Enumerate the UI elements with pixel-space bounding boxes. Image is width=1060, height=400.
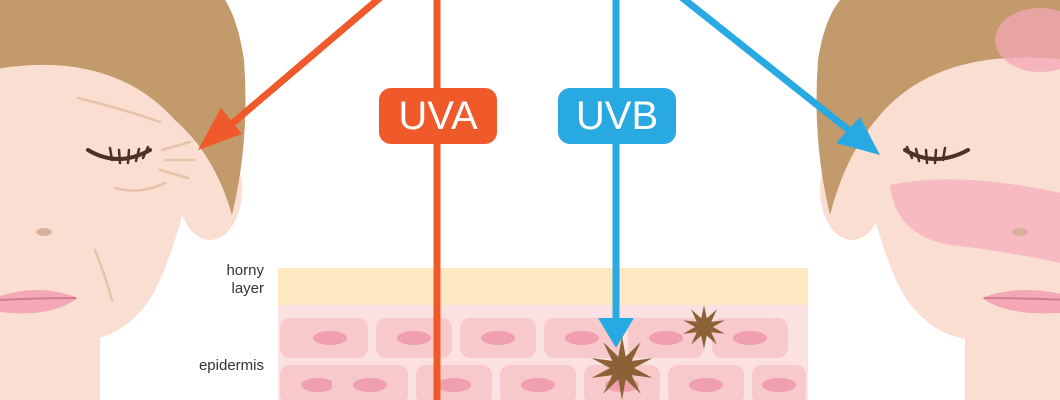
uva-label: UVA [379, 88, 497, 144]
right-hair [816, 0, 1060, 215]
uvb-arrow-line [679, 0, 859, 139]
cell-nucleus [689, 378, 723, 392]
uvb-label: UVB [558, 88, 676, 144]
uvb-arrowhead-face [836, 117, 880, 155]
left-hair [0, 0, 246, 215]
right-sunburn-cheeks [890, 179, 1060, 263]
horny-layer-label: horny layer [174, 262, 264, 298]
left-crows-feet [158, 140, 196, 180]
horny-layer-label-line2: layer [231, 280, 264, 297]
right-sunburn-forehead [995, 8, 1060, 72]
cell-nucleus [481, 331, 515, 345]
uva-arrow-line [217, 0, 383, 137]
uva-ray [198, 0, 441, 400]
cell-nucleus [762, 378, 796, 392]
uva-arrowhead [198, 108, 242, 150]
epidermis-label: epidermis [198, 357, 264, 374]
cell-nucleus [733, 331, 767, 345]
melanin-spot-icon [683, 305, 725, 349]
cell-nucleus [565, 331, 599, 345]
cell-nucleus [313, 331, 347, 345]
left-brow-wrinkle [76, 96, 162, 124]
cell-nucleus [397, 331, 431, 345]
right-lips [982, 290, 1060, 314]
aged-face-icon [0, 0, 246, 400]
cell-nucleus [649, 331, 683, 345]
left-cheek-wrinkle [93, 181, 167, 302]
horny-layer [278, 268, 808, 305]
uvb-arrowhead [598, 318, 634, 348]
horny-layer-label-line1: horny [226, 262, 264, 279]
cell-nucleus [437, 378, 471, 392]
sunburned-face-icon [816, 0, 1060, 400]
left-nostril [36, 228, 52, 236]
left-lips [0, 289, 78, 314]
cell-nucleus [521, 378, 555, 392]
melanin-spot-icon [591, 336, 653, 400]
uvb-ray [598, 0, 880, 348]
cell-nucleus [301, 378, 335, 392]
cell-nucleus [353, 378, 387, 392]
epidermis-cells [280, 318, 806, 400]
right-nostril [1012, 228, 1028, 236]
